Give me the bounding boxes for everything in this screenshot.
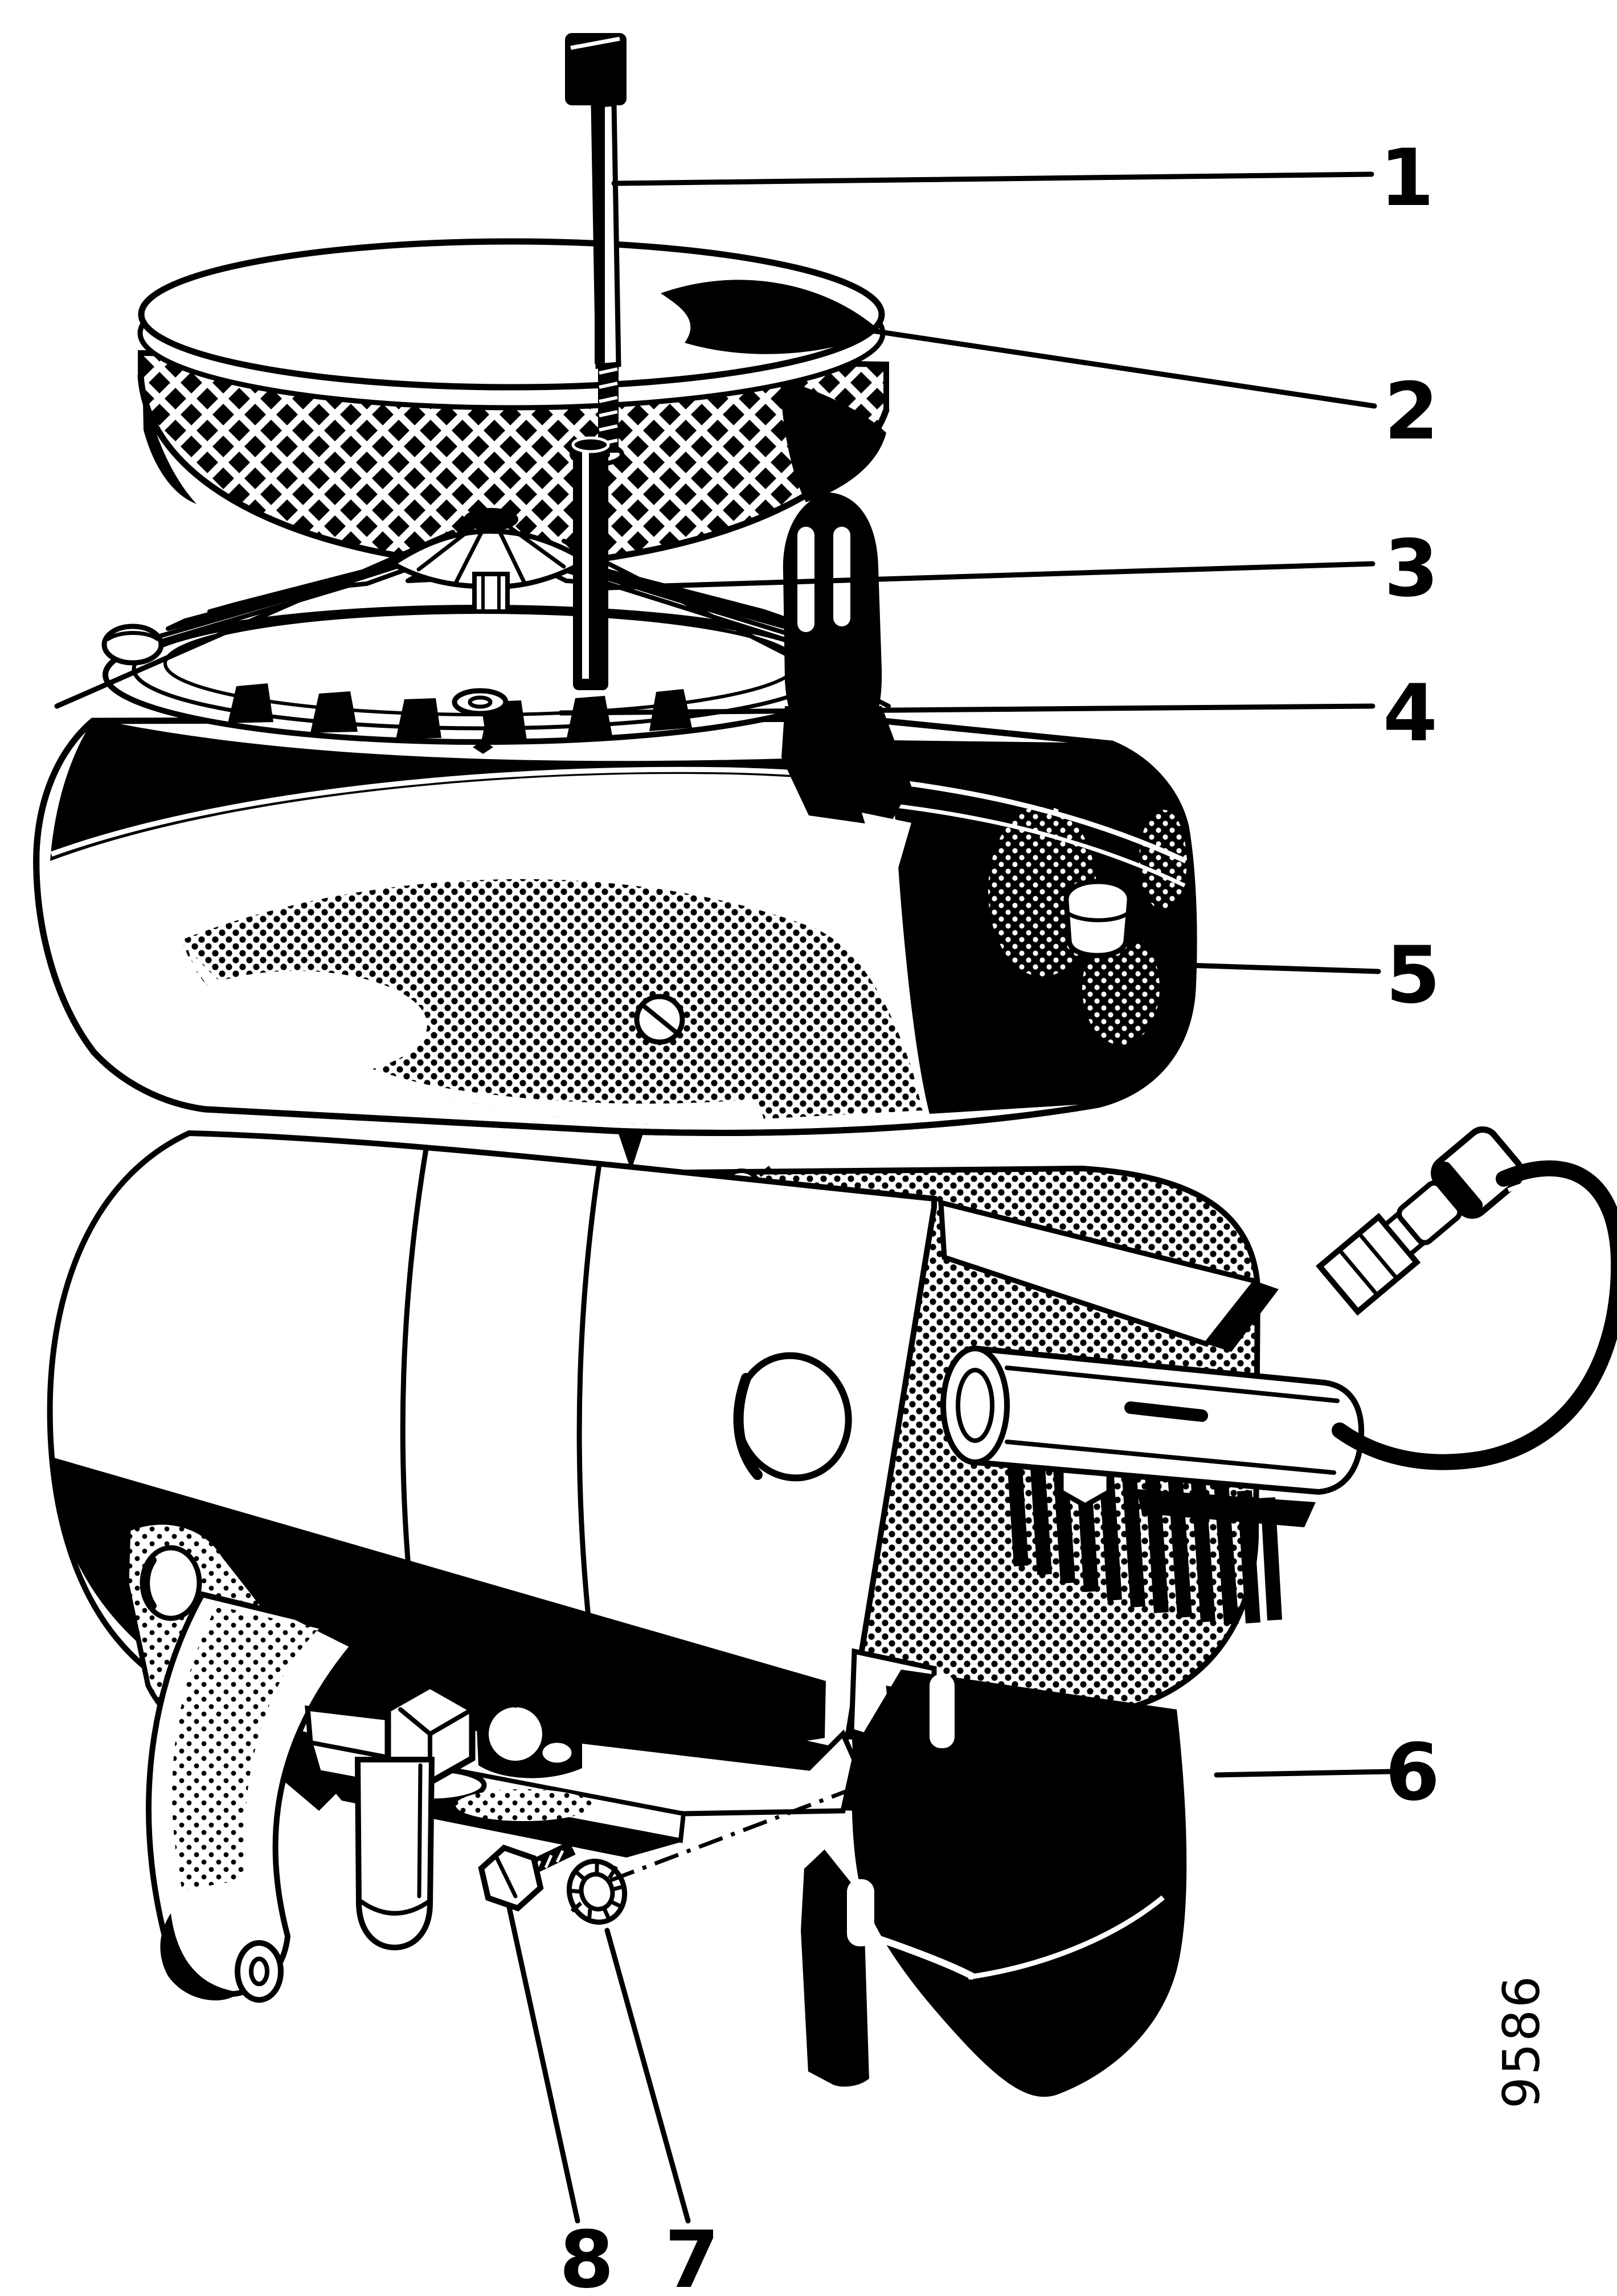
- leader-line-7: [604, 1928, 691, 2224]
- pto-shaft-cylinder: [354, 1757, 435, 1951]
- locating-pin-part-3: [571, 436, 610, 690]
- chute-bolt-part-8: [478, 1841, 576, 1912]
- blower-housing-fuel-tank: [33, 715, 1197, 1171]
- housing-highlight-marks: [677, 819, 777, 856]
- leader-line-6: [1214, 1769, 1394, 1778]
- leader-line-4: [558, 703, 1376, 716]
- leader-line-2: [847, 325, 1377, 409]
- callout-numbers: 1 2 3 4 5 6 7 8: [559, 132, 1440, 2296]
- callout-2: 2: [1384, 366, 1439, 457]
- callout-4: 4: [1383, 667, 1438, 759]
- leader-line-5: [1166, 962, 1381, 974]
- carburetor-drain: [476, 1682, 582, 1778]
- leader-line-3: [605, 561, 1376, 591]
- callout-8: 8: [559, 2214, 614, 2296]
- chute-mount-slot: [930, 1674, 955, 1748]
- fuel-filler-cap: [1063, 879, 1141, 958]
- callout-1: 1: [1379, 132, 1434, 224]
- fan-center-cone: [388, 508, 592, 614]
- spark-plug: [1315, 1126, 1524, 1316]
- leader-line-8: [506, 1902, 580, 2224]
- figure-number: 9586: [1492, 1974, 1551, 2109]
- support-strap: [146, 1591, 358, 2003]
- housing-screw: [634, 994, 685, 1045]
- chute-front-slot: [847, 1879, 874, 1946]
- air-cleaner-cover: [137, 238, 886, 466]
- callout-3: 3: [1384, 523, 1439, 614]
- cover-shadow: [661, 280, 879, 354]
- callout-7: 7: [665, 2214, 719, 2296]
- lock-washer-part-7: [566, 1859, 628, 1925]
- deflector-chute-part-6: [796, 1670, 1187, 2097]
- callout-6: 6: [1385, 1727, 1440, 1818]
- primer-knob: [781, 493, 911, 901]
- leader-line-1: [611, 171, 1374, 186]
- leader-lines: [506, 171, 1394, 2224]
- mounting-bracket: [124, 1519, 971, 2003]
- assembly-axis-line: [609, 1752, 947, 1883]
- sealing-washer-part-4: [452, 688, 509, 754]
- spark-plug-wire: [1332, 1160, 1617, 1470]
- callout-5: 5: [1386, 929, 1440, 1021]
- housing-mount-nub: [101, 624, 164, 666]
